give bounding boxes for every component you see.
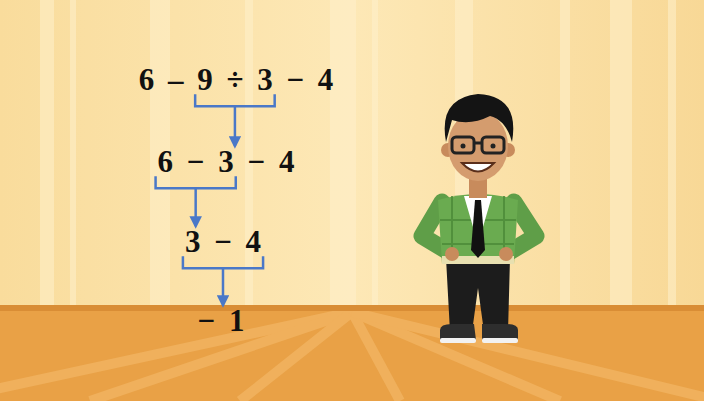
teacher-figure bbox=[422, 94, 536, 343]
wall bbox=[0, 0, 704, 310]
expression-step: 6 – 9 ÷ 3 − 4 bbox=[139, 62, 334, 98]
step-arrow bbox=[222, 268, 225, 305]
expression-step: 6 − 3 − 4 bbox=[158, 144, 295, 180]
floor bbox=[0, 308, 704, 401]
step-arrow bbox=[194, 188, 197, 226]
floor-lines bbox=[0, 312, 704, 401]
step-arrow bbox=[234, 106, 237, 146]
step-bracket bbox=[183, 256, 263, 305]
bracket-group bbox=[156, 94, 275, 305]
wall-stripes bbox=[40, 0, 676, 310]
step-bracket bbox=[156, 176, 236, 226]
step-bracket bbox=[195, 94, 275, 146]
floor-edge bbox=[0, 305, 704, 311]
expression-step: 3 − 4 bbox=[185, 224, 261, 260]
expression-step: − 1 bbox=[198, 303, 245, 339]
